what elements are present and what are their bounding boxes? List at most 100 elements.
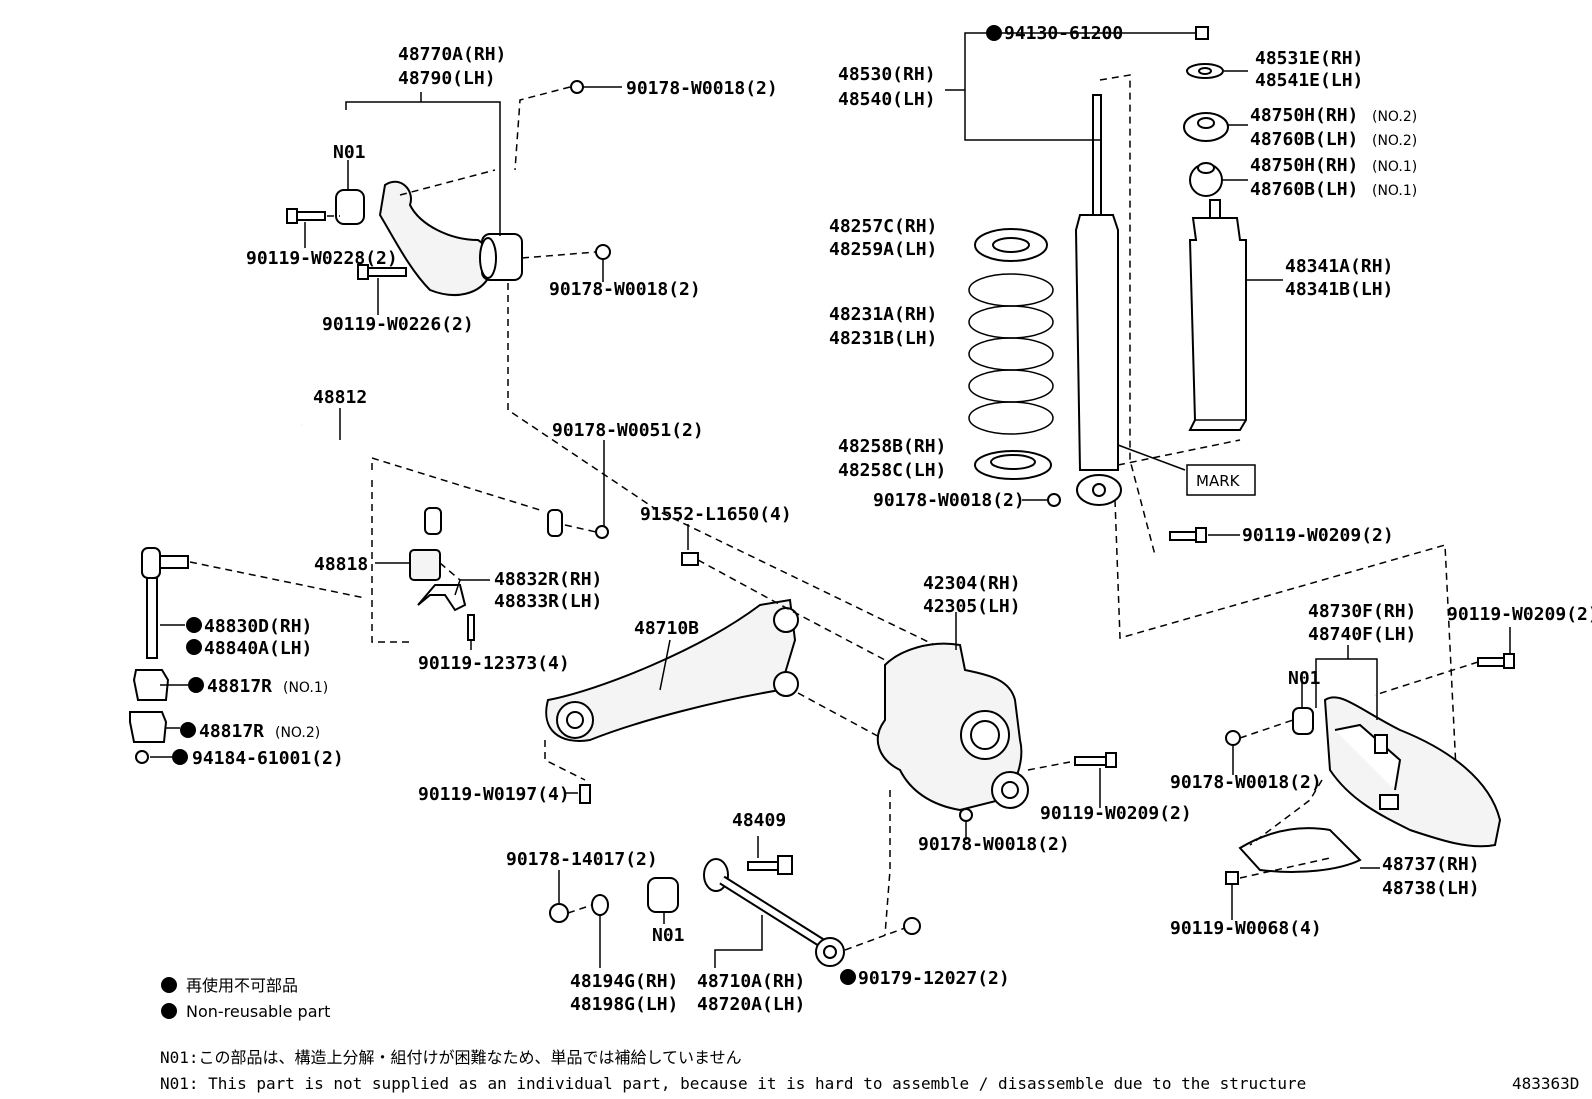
legend-en: Non-reusable part (186, 1002, 330, 1021)
label-94130: 94130-61200 (1004, 23, 1123, 44)
toe-arm-group (549, 836, 921, 968)
label-90119-w0226: 90119-W0226(2) (322, 314, 474, 335)
nut-90179 (903, 917, 921, 935)
dot-94130 (986, 25, 1002, 41)
label-90178-w0018-b: 90178-W0018(2) (549, 279, 701, 300)
nut-a (570, 80, 584, 94)
nonreusable-markers (161, 25, 1002, 1019)
label-48760b-2: 48760B(LH) (1250, 129, 1358, 150)
footnotes: N01:この部品は、構造上分解・組付けが困難なため、単品では補給していません N… (160, 1048, 1579, 1093)
label-48341b: 48341B(LH) (1285, 279, 1393, 300)
label-48194g: 48194G(RH) (570, 971, 678, 992)
label-no1-b: (NO.1) (1372, 183, 1417, 199)
shock-48530 (1074, 214, 1119, 471)
label-48770a: 48770A(RH) (398, 44, 506, 65)
lower-arm-48730f (1323, 696, 1502, 848)
lower-arm-48710b (545, 598, 797, 742)
label-48817r-1: 48817R (207, 676, 272, 697)
diagram-id: 483363D (1512, 1074, 1579, 1093)
nut-w0018-e (959, 808, 973, 822)
label-48231b: 48231B(LH) (829, 328, 937, 349)
label-no2-c: (NO.2) (275, 725, 320, 741)
dot-48840a (186, 639, 202, 655)
knuckle-42304 (876, 642, 1023, 812)
bolt-w0209-c (1074, 756, 1111, 766)
stab-bushing-mark (424, 507, 442, 535)
label-no1-a: (NO.1) (1372, 159, 1417, 175)
label-90119-w0068: 90119-W0068(4) (1170, 918, 1322, 939)
label-48258b: 48258B(RH) (838, 436, 946, 457)
dust-boot-48341a (1188, 217, 1247, 431)
cover-48737 (1238, 827, 1362, 873)
dot-48817r-2 (180, 722, 196, 738)
nut-b (595, 244, 611, 260)
nut-w0018-c (1047, 493, 1061, 507)
label-90119-12373: 90119-12373(4) (418, 653, 570, 674)
label-48720a: 48720A(LH) (697, 994, 805, 1015)
label-48737: 48737(RH) (1382, 854, 1480, 875)
stab-bushing-48818 (409, 549, 441, 581)
nut-94130 (1195, 26, 1209, 40)
legend-dot-jp (161, 977, 177, 993)
stabilizer-group (298, 408, 609, 650)
stab-bracket (417, 584, 467, 612)
label-42304: 42304(RH) (923, 573, 1021, 594)
label-48198g: 48198G(LH) (570, 994, 678, 1015)
label-48738: 48738(LH) (1382, 878, 1480, 899)
label-no1-c: (NO.1) (283, 680, 328, 696)
label-48750h-2: 48750H(RH) (1250, 105, 1358, 126)
lower-arm-b-group (544, 524, 886, 804)
label-91552: 91552-L1650(4) (640, 504, 792, 525)
label-90179: 90179-12027(2) (858, 968, 1010, 989)
bushing-48817r-1 (132, 669, 170, 701)
label-n01-a: N01 (333, 142, 366, 163)
label-n01-b: N01 (1288, 668, 1321, 689)
bolt-w0209-b (1477, 657, 1507, 667)
label-48817r-2: 48817R (199, 721, 264, 742)
washer-48194g (591, 894, 609, 916)
stab-link-head (141, 547, 161, 579)
lower-arm-f-group (1225, 627, 1515, 920)
bolt-w0068 (1225, 871, 1239, 885)
label-90119-w0209-b: 90119-W0209(2) (1447, 604, 1592, 625)
label-48818: 48818 (314, 554, 368, 575)
n01-bushing-b (1292, 707, 1314, 735)
knuckle-group (876, 612, 1117, 936)
bolt-91552 (681, 552, 699, 566)
dot-94184 (172, 749, 188, 765)
bolt-w0209-a (1169, 531, 1199, 541)
bolt-w0197 (579, 784, 591, 804)
bushing-48817r-2 (129, 711, 168, 743)
label-48830d: 48830D(RH) (204, 616, 312, 637)
label-48257c: 48257C(RH) (829, 216, 937, 237)
note-en: N01: This part is not supplied as an ind… (160, 1074, 1306, 1093)
label-48409: 48409 (732, 810, 786, 831)
label-48231a: 48231A(RH) (829, 304, 937, 325)
label-48750h-1: 48750H(RH) (1250, 155, 1358, 176)
stab-link-group (129, 547, 366, 764)
label-48710a: 48710A(RH) (697, 971, 805, 992)
upper-arm-group (286, 80, 946, 651)
label-48341a: 48341A(RH) (1285, 256, 1393, 277)
mark-box (1186, 464, 1256, 496)
nut-w0018-d (1225, 730, 1241, 746)
coil-spring-48231a (968, 273, 1054, 435)
part-labels: 48770A(RH) 48790(LH) N01 90178-W0018(2) … (192, 23, 1592, 1015)
dot-48817r-1 (188, 677, 204, 693)
nut-94184 (135, 750, 149, 764)
label-90119-w0228: 90119-W0228(2) (246, 248, 398, 269)
label-48710b: 48710B (634, 618, 699, 639)
stab-link-rod (146, 577, 158, 659)
bolt-48409 (747, 861, 781, 871)
bolt-90119-w0228 (294, 211, 326, 221)
label-mark: MARK (1196, 472, 1241, 490)
label-48812: 48812 (313, 387, 367, 408)
label-90119-w0209-c: 90119-W0209(2) (1040, 803, 1192, 824)
bolt-12373 (467, 614, 475, 641)
n01-bushing-a (335, 189, 365, 225)
label-48832r: 48832R(RH) (494, 569, 602, 590)
label-94184: 94184-61001(2) (192, 748, 344, 769)
label-90119-w0209-a: 90119-W0209(2) (1242, 525, 1394, 546)
dot-90179 (840, 969, 856, 985)
